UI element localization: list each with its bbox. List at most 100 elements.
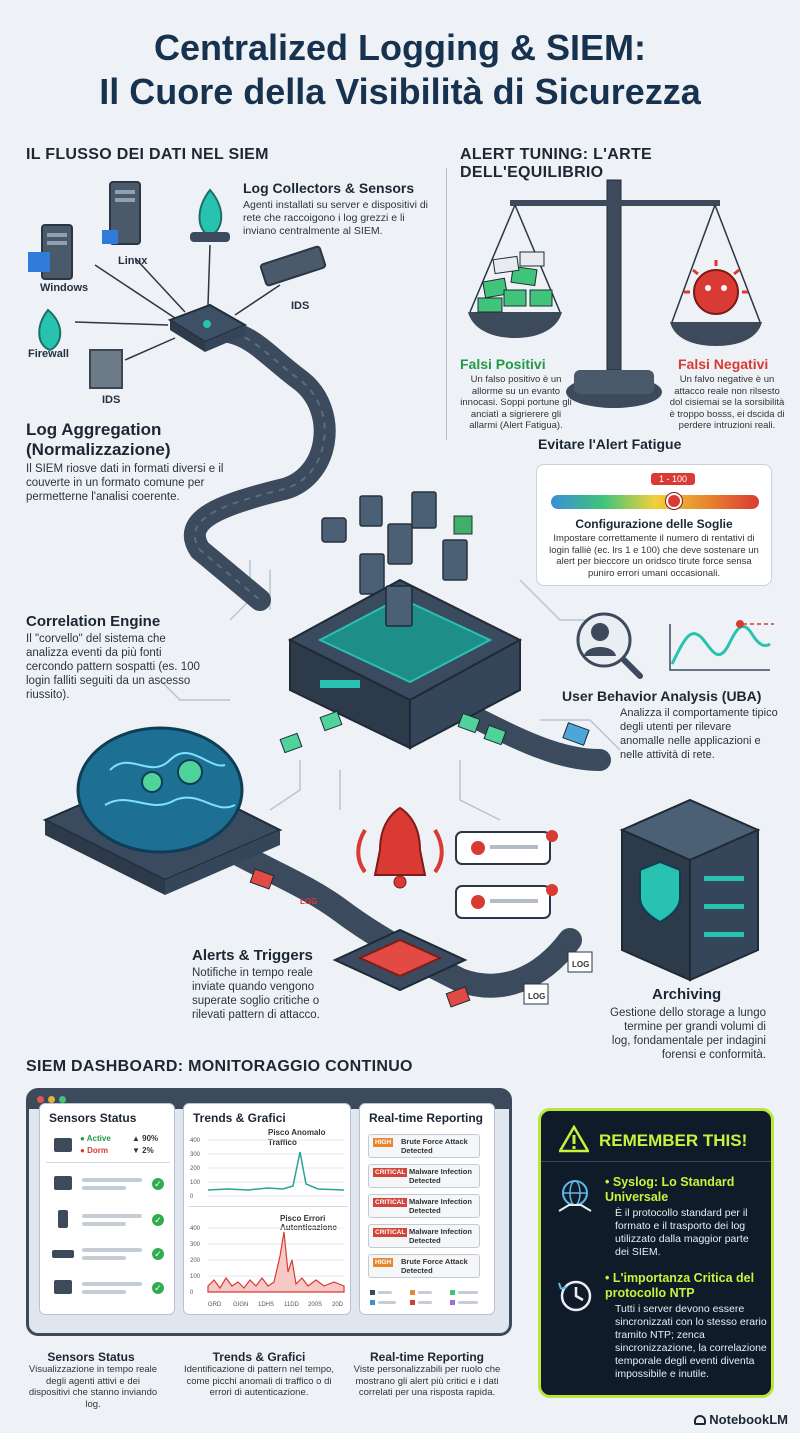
x-tick-2: 1DHS: [258, 1302, 274, 1308]
status-ok-icon: ✓: [152, 1248, 164, 1260]
x-tick-4: 200S: [308, 1302, 322, 1308]
threshold-range-badge: 1 - 100: [651, 473, 696, 485]
alert-fatigue-heading: Evitare l'Alert Fatigue: [538, 436, 682, 452]
notebooklm-brand: NotebookLM: [694, 1412, 788, 1427]
threshold-title: Configurazione delle Soglie: [575, 517, 733, 531]
trends-panel: Trends & Grafici Pisco Anomalo Traffico …: [183, 1103, 351, 1315]
window-maximize-dot[interactable]: [59, 1096, 66, 1103]
sensor-down-value: ▼ 2%: [132, 1146, 154, 1155]
chart1-tick-1: 300: [190, 1152, 201, 1158]
caption-sensors-text: Visualizzazione in tempo reale degli age…: [28, 1364, 158, 1410]
x-tick-1: GIGN: [233, 1302, 248, 1308]
source-label-linux: Linux: [118, 255, 148, 267]
remember-title: REMEMBER THIS!: [599, 1131, 748, 1150]
source-label-ids-bottom: IDS: [102, 394, 121, 406]
traffic-peak-label: Pisco Anomalo Traffico: [268, 1128, 326, 1147]
auth-error-trend-chart: 400 300 200 100 0 GRD GIGN 1DHS 11DD 200…: [190, 1226, 345, 1308]
chart2-tick-3: 100: [190, 1274, 201, 1280]
chart2-tick-4: 0: [190, 1290, 194, 1296]
chart1-tick-3: 100: [190, 1180, 201, 1186]
ntp-title: • L'importanza Critica del protocollo NT…: [605, 1271, 755, 1300]
device-router-icon: [52, 1250, 74, 1258]
severity-legend: [370, 1288, 486, 1308]
aggregation-text: Il SIEM riosve dati in formati diversi e…: [26, 463, 224, 503]
alert-list-item[interactable]: HIGH Brute Force Attack Detected: [368, 1134, 480, 1158]
trends-panel-title: Trends & Grafici: [193, 1111, 286, 1125]
dashboard-heading: SIEM DASHBOARD: MONITORAGGIO CONTINUO: [26, 1058, 413, 1075]
chart2-tick-2: 200: [190, 1258, 201, 1264]
traffic-trend-chart: 400 300 200 100 0: [190, 1138, 345, 1200]
window-minimize-dot[interactable]: [48, 1096, 55, 1103]
alert-list-item[interactable]: CRITICAL Malware Infection Detected: [368, 1194, 480, 1218]
caption-trends-title: Trends & Grafici: [212, 1350, 306, 1364]
uba-title: User Behavior Analysis (UBA): [562, 688, 762, 704]
reporting-panel-title: Real-time Reporting: [369, 1111, 484, 1125]
caption-trends-text: Identificazione di pattern nel tempo, co…: [184, 1364, 334, 1398]
page-title-line1: Centralized Logging & SIEM:: [154, 27, 646, 68]
uba-text: Analizza il comportamente tipico degli u…: [620, 707, 778, 761]
source-label-firewall: Firewall: [28, 348, 69, 360]
reporting-panel: Real-time Reporting HIGH Brute Force Att…: [359, 1103, 495, 1315]
syslog-text: È il protocollo standard per il formato …: [615, 1207, 749, 1258]
log-tag-3: LOG: [528, 992, 546, 1001]
sensor-active-label: ● Active: [80, 1134, 111, 1143]
sensors-panel: Sensors Status ● Active ▲ 90% ● Dorm ▼ 2…: [39, 1103, 175, 1315]
alert-list-item[interactable]: CRITICAL Malware Infection Detected: [368, 1224, 480, 1248]
status-ok-icon: ✓: [152, 1214, 164, 1226]
auth-error-label-1: Pisco Errori: [280, 1214, 326, 1223]
chart2-tick-0: 400: [190, 1226, 201, 1232]
warning-icon: [559, 1125, 589, 1153]
archiving-text: Gestione dello storage a lungo termine p…: [610, 1007, 766, 1061]
device-monitor-icon: [54, 1176, 72, 1190]
remember-box: REMEMBER THIS! • Syslog: Lo Standard Uni…: [538, 1108, 774, 1398]
device-monitor-icon: [54, 1280, 72, 1294]
false-negative-text: Un falvo negative è un attacco reale non…: [669, 374, 785, 431]
siem-flow-illustration: [28, 179, 774, 1008]
correlation-text: Il "corvello" del sistema che analizza e…: [26, 633, 200, 701]
caption-sensors-title: Sensors Status: [47, 1350, 135, 1364]
device-server-icon: [58, 1210, 68, 1228]
x-tick-5: 20D: [332, 1302, 344, 1308]
alerts-title: Alerts & Triggers: [192, 947, 313, 964]
alerts-text: Notifiche in tempo reale inviate quando …: [192, 967, 320, 1021]
aggregation-title-2: (Normalizzazione): [26, 440, 171, 459]
ntp-text: Tutti i server devono essere sincronizza…: [615, 1303, 767, 1380]
false-negative-title: Falsi Negativi: [678, 356, 769, 372]
monitor-icon: [54, 1138, 72, 1152]
collectors-title: Log Collectors & Sensors: [243, 180, 415, 196]
aggregation-title-1: Log Aggregation: [26, 420, 162, 439]
threshold-slider-handle[interactable]: [666, 493, 683, 509]
globe-handshake-icon: [558, 1180, 592, 1212]
sensor-active-value: ▲ 90%: [132, 1134, 159, 1143]
siem-dashboard-window: Sensors Status ● Active ▲ 90% ● Dorm ▼ 2…: [26, 1088, 512, 1336]
chart1-tick-2: 200: [190, 1166, 201, 1172]
page-title-line2: Il Cuore della Visibilità di Sicurezza: [99, 71, 701, 112]
correlation-title: Correlation Engine: [26, 613, 161, 630]
status-ok-icon: ✓: [152, 1282, 164, 1294]
caption-reporting-title: Real-time Reporting: [369, 1350, 484, 1364]
alert-list-item[interactable]: CRITICAL Malware Infection Detected: [368, 1164, 480, 1188]
window-close-dot[interactable]: [37, 1096, 44, 1103]
tuning-heading: ALERT TUNING: L'ARTE DELL'EQUILIBRIO: [460, 146, 653, 181]
clock-sync-icon: [558, 1280, 592, 1312]
log-tag-2: LOG: [572, 960, 590, 969]
collectors-text: Agenti installati su server e dispositiv…: [243, 199, 429, 237]
caption-reporting-text: Viste personalizzabili per ruolo che mos…: [353, 1364, 501, 1398]
threshold-slider-track[interactable]: [551, 493, 759, 509]
false-positive-title: Falsi Positivi: [460, 356, 546, 372]
source-label-windows: Windows: [40, 282, 89, 294]
threshold-text: Impostare correttamente il numero di ren…: [549, 533, 759, 579]
alert-list-item[interactable]: HIGH Brute Force Attack Detected: [368, 1254, 480, 1278]
archiving-title: Archiving: [652, 986, 722, 1003]
sensors-panel-title: Sensors Status: [49, 1111, 137, 1125]
chart1-tick-4: 0: [190, 1194, 194, 1200]
section-divider: [446, 168, 447, 440]
log-tag-1: LOG: [300, 897, 318, 906]
false-positive-text: Un falso positivo è un allorme su un eva…: [460, 374, 572, 431]
sensor-down-label: ● Dorm: [80, 1146, 108, 1155]
flow-heading: IL FLUSSO DEI DATI NEL SIEM: [26, 146, 269, 163]
threshold-config-card: 1 - 100 Configurazione delle Soglie Impo…: [536, 464, 772, 586]
chart1-tick-0: 400: [190, 1138, 201, 1144]
status-ok-icon: ✓: [152, 1178, 164, 1190]
x-tick-3: 11DD: [284, 1302, 300, 1308]
